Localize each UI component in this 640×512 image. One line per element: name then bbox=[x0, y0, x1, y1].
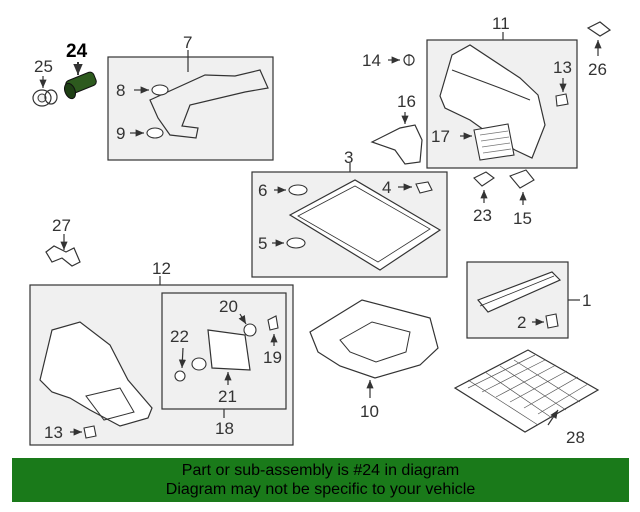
callout-27[interactable]: 27 bbox=[52, 216, 71, 235]
part-1-sill-plate[interactable] bbox=[476, 271, 580, 313]
part-11-side-trim[interactable] bbox=[439, 32, 546, 159]
callout-28[interactable]: 28 bbox=[566, 428, 585, 447]
part-28-cargo-net[interactable] bbox=[453, 349, 600, 433]
callout-8[interactable]: 8 bbox=[116, 81, 125, 100]
callout-4[interactable]: 4 bbox=[382, 178, 391, 197]
part-14-screw[interactable] bbox=[388, 54, 415, 66]
parts-diagram: 24 25 7 8 9 14 11 13 26 16 17 3 6 4 5 23… bbox=[29, 14, 612, 447]
part-24-highlighted[interactable] bbox=[62, 62, 97, 100]
diagram-canvas: 24 25 7 8 9 14 11 13 26 16 17 3 6 4 5 23… bbox=[29, 14, 612, 447]
callout-22[interactable]: 22 bbox=[170, 327, 189, 346]
part-8-clip[interactable] bbox=[134, 84, 169, 96]
callout-2[interactable]: 2 bbox=[517, 313, 526, 332]
part-21-washer[interactable] bbox=[191, 357, 207, 371]
callout-5[interactable]: 5 bbox=[258, 234, 267, 253]
callout-6[interactable]: 6 bbox=[258, 181, 267, 200]
callout-13-upper[interactable]: 13 bbox=[553, 58, 572, 77]
callout-12[interactable]: 12 bbox=[152, 259, 171, 278]
notice-banner: Part or sub-assembly is #24 in diagram D… bbox=[12, 458, 629, 502]
callout-18[interactable]: 18 bbox=[215, 419, 234, 438]
callout-15[interactable]: 15 bbox=[513, 209, 532, 228]
callout-17[interactable]: 17 bbox=[431, 127, 450, 146]
callout-3[interactable]: 3 bbox=[344, 148, 353, 167]
part-13-clip-lower[interactable] bbox=[70, 425, 97, 439]
part-4-clip[interactable] bbox=[398, 181, 433, 194]
part-20-nut[interactable] bbox=[238, 313, 257, 337]
part-7-bracket[interactable] bbox=[149, 50, 269, 139]
part-10-tub[interactable] bbox=[309, 299, 439, 398]
part-17-net[interactable] bbox=[460, 123, 515, 161]
part-15-bracket[interactable] bbox=[509, 169, 535, 205]
callout-23[interactable]: 23 bbox=[473, 206, 492, 225]
part-2-clip[interactable] bbox=[532, 313, 559, 329]
panel-7 bbox=[107, 56, 274, 161]
part-12-side-trim[interactable] bbox=[39, 276, 161, 427]
callout-19[interactable]: 19 bbox=[263, 348, 282, 367]
callout-20[interactable]: 20 bbox=[219, 297, 238, 316]
part-3-floor-panel[interactable] bbox=[288, 163, 442, 271]
part-6-washer[interactable] bbox=[274, 184, 308, 196]
part-19-clip[interactable] bbox=[267, 315, 279, 346]
part-21-bracket[interactable] bbox=[207, 329, 251, 385]
part-23-clip[interactable] bbox=[473, 171, 495, 203]
callout-14[interactable]: 14 bbox=[362, 51, 381, 70]
callout-11[interactable]: 11 bbox=[492, 14, 510, 33]
part-13-clip-upper[interactable] bbox=[555, 78, 569, 107]
callout-10[interactable]: 10 bbox=[360, 402, 379, 421]
callout-16[interactable]: 16 bbox=[397, 92, 416, 111]
part-25[interactable] bbox=[32, 76, 58, 107]
callout-24[interactable]: 24 bbox=[66, 41, 88, 62]
callout-21[interactable]: 21 bbox=[218, 387, 237, 406]
callout-26[interactable]: 26 bbox=[588, 60, 607, 79]
callout-25[interactable]: 25 bbox=[34, 57, 53, 76]
banner-line-1: Part or sub-assembly is #24 in diagram bbox=[181, 462, 460, 479]
part-9-clip[interactable] bbox=[130, 127, 164, 139]
callout-1[interactable]: 1 bbox=[582, 291, 591, 310]
callout-7[interactable]: 7 bbox=[183, 33, 192, 52]
callout-9[interactable]: 9 bbox=[116, 124, 125, 143]
part-22-bolt[interactable] bbox=[174, 347, 187, 382]
part-27-hook[interactable] bbox=[45, 234, 81, 267]
callout-13-lower[interactable]: 13 bbox=[44, 423, 63, 442]
part-16-bracket[interactable] bbox=[370, 112, 423, 165]
part-5-washer[interactable] bbox=[272, 237, 306, 249]
banner-line-2: Diagram may not be specific to your vehi… bbox=[165, 481, 476, 498]
part-26-cap[interactable] bbox=[586, 21, 612, 56]
callout-labels: 24 25 7 8 9 14 11 13 26 16 17 3 6 4 5 23… bbox=[34, 14, 607, 447]
